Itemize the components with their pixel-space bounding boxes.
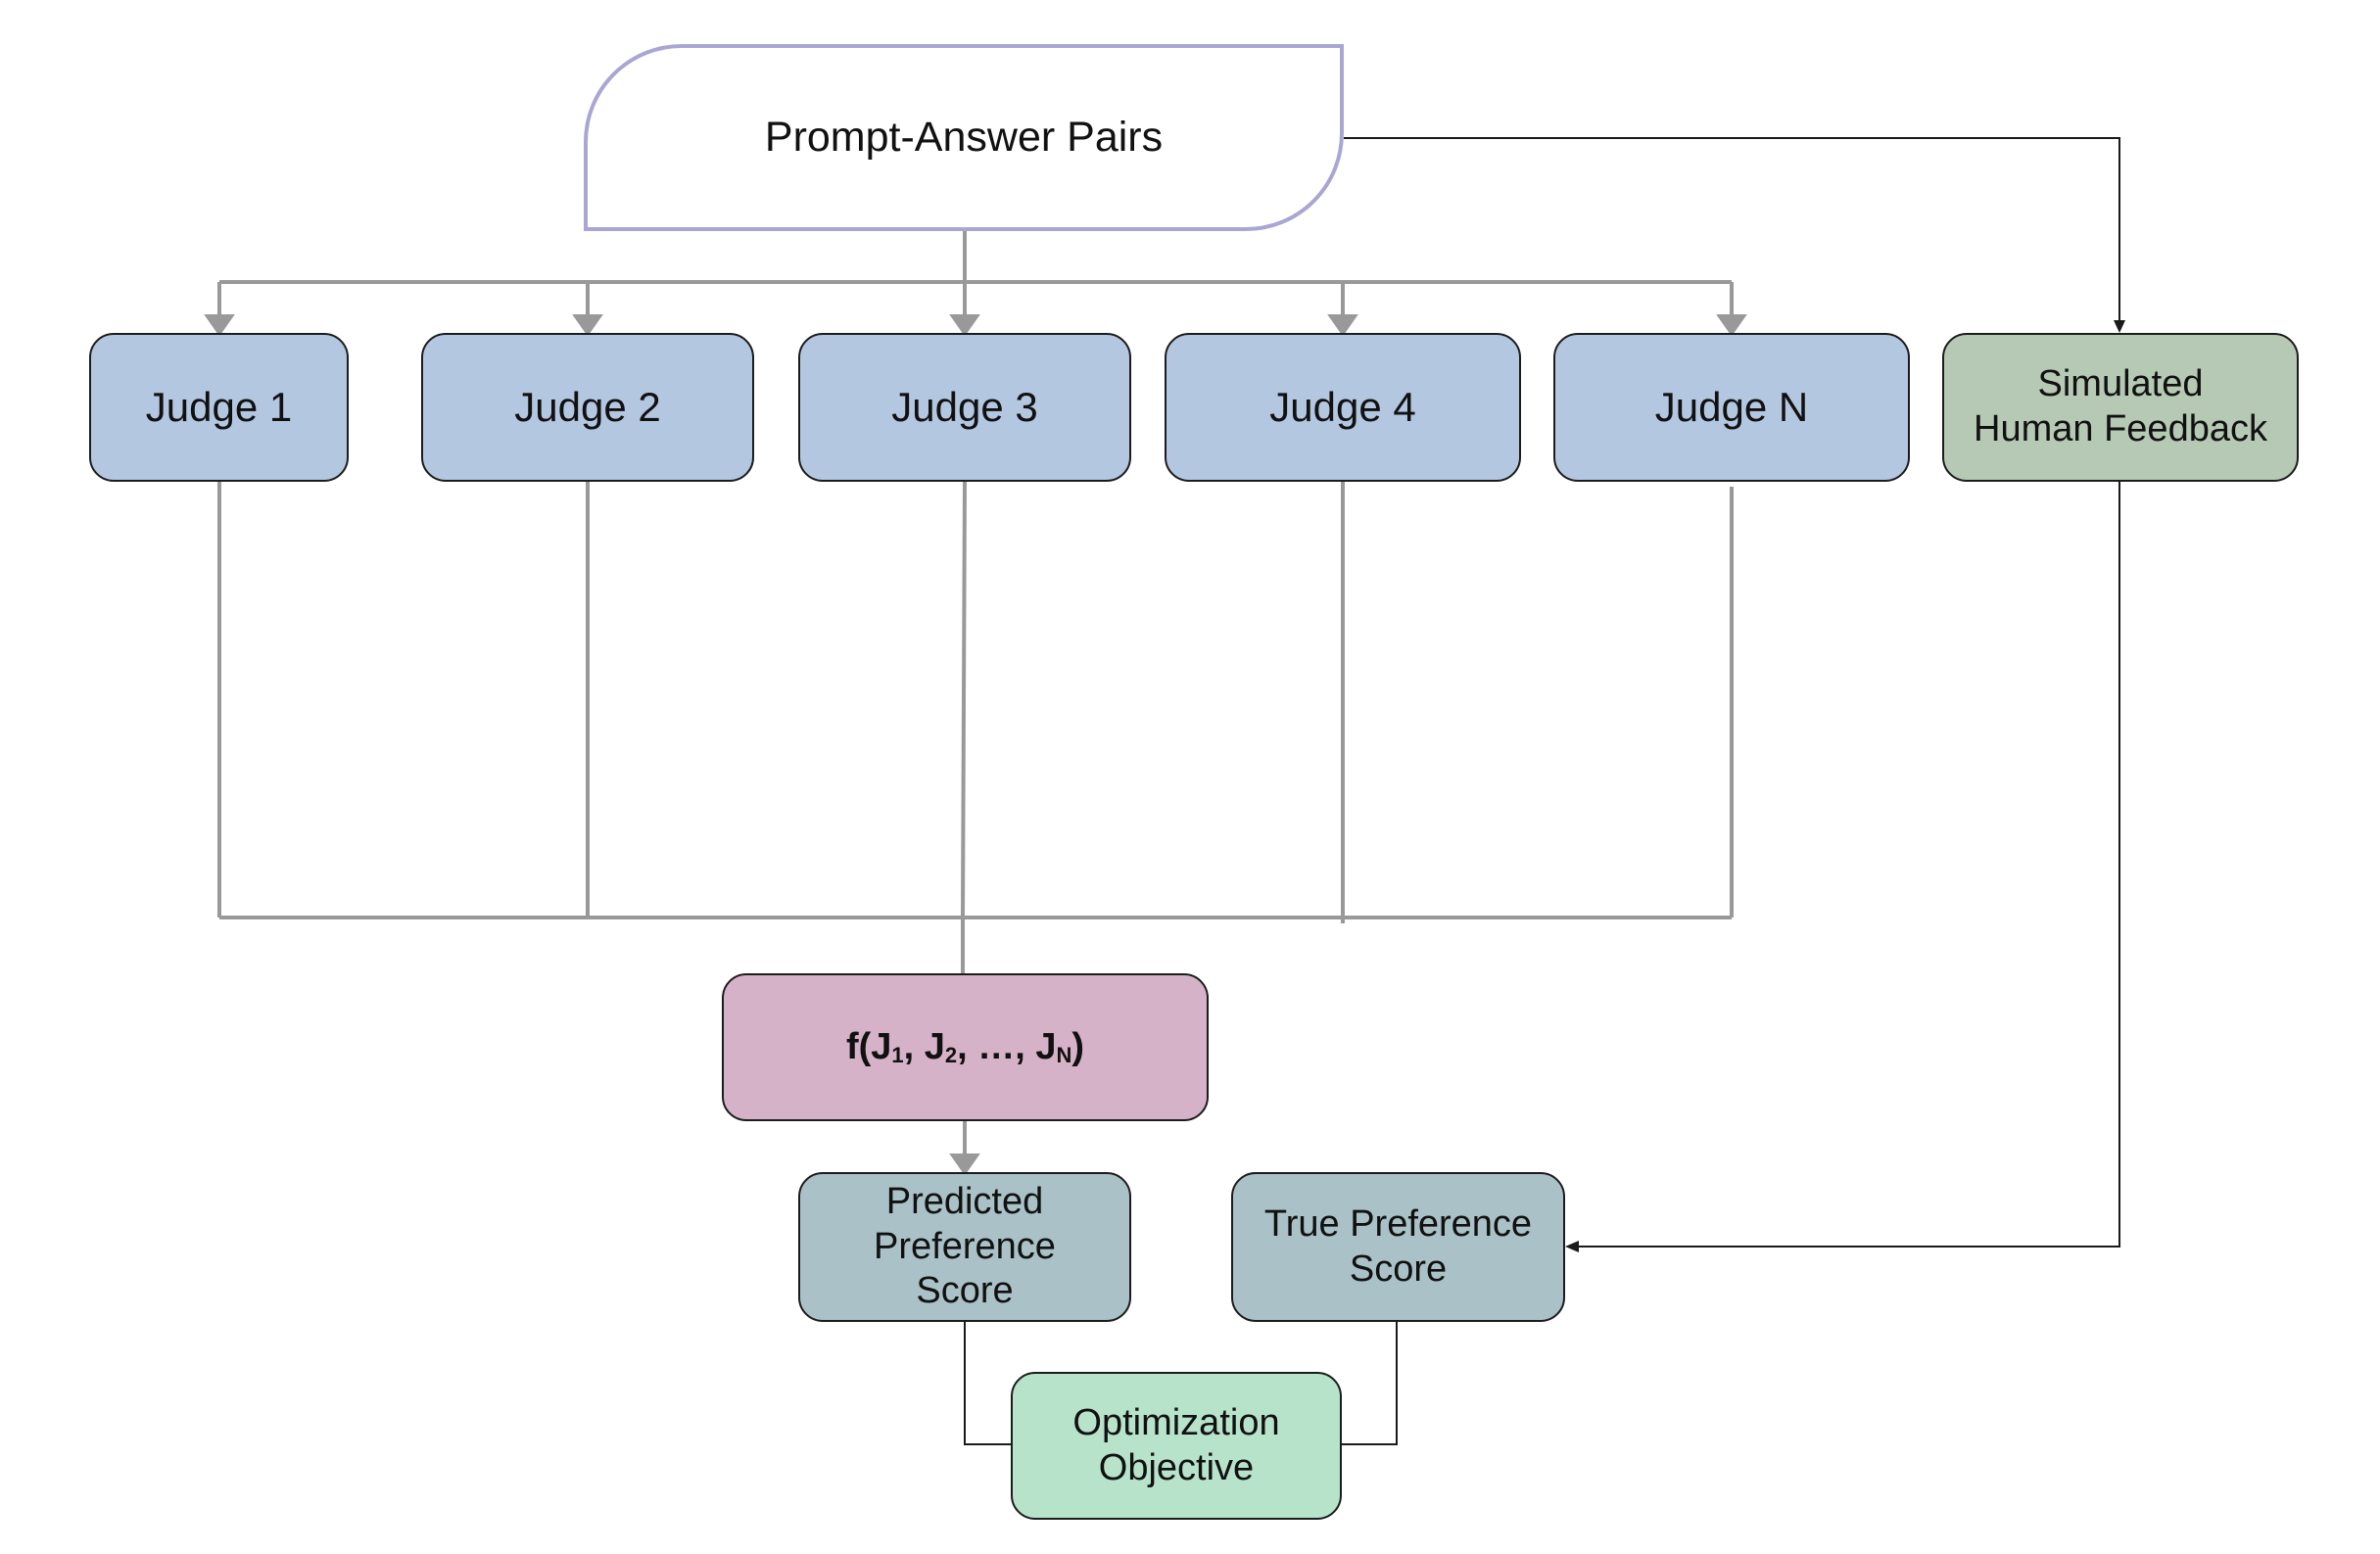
feedback-to-true-score-line: [1575, 482, 2120, 1248]
arrowhead-judge-4: [1327, 314, 1358, 337]
converge-connectors: [217, 481, 1734, 973]
arrowhead-feedback: [2114, 320, 2125, 333]
judge-4-node: Judge 4: [1165, 333, 1521, 482]
feedback-connectors: [1344, 137, 2120, 1248]
optimization-objective-node: Optimization Objective: [1011, 1372, 1342, 1520]
true-preference-score-node: True Preference Score: [1231, 1172, 1565, 1322]
judge-1-node: Judge 1: [89, 333, 349, 482]
predicted-preference-score-node: Predicted Preference Score: [798, 1172, 1131, 1322]
arrowhead-predicted: [949, 1154, 980, 1176]
objective-connectors: [964, 1322, 1398, 1445]
simulated-human-feedback-label: Simulated Human Feedback: [1974, 363, 2267, 449]
true-preference-score-label: True Preference Score: [1263, 1202, 1533, 1290]
predicted-to-objective-line: [964, 1322, 1011, 1445]
judge-2-node: Judge 2: [421, 333, 754, 482]
aggregation-function-node: f(J1, J2, …, JN): [722, 973, 1209, 1121]
judge-3-label: Judge 3: [891, 383, 1038, 430]
judge-2-label: Judge 2: [514, 383, 661, 430]
true-to-objective-line: [1342, 1322, 1398, 1445]
judge-input-arrows: [204, 282, 1747, 337]
arrowhead-judge-n: [1716, 314, 1747, 337]
prompt-answer-pairs-label: Prompt-Answer Pairs: [764, 114, 1164, 161]
judge-n-label: Judge N: [1654, 383, 1809, 430]
judge-4-label: Judge 4: [1269, 383, 1416, 430]
judge-3-down-line: [961, 481, 967, 918]
source-to-feedback-line: [1344, 137, 2120, 326]
feedback-arrowheads: [1565, 320, 2125, 1252]
judge-1-label: Judge 1: [145, 383, 293, 430]
predicted-preference-score-label: Predicted Preference Score: [874, 1181, 1056, 1312]
fanout-connectors: [219, 231, 1732, 284]
aggregator-output-arrow: [949, 1121, 980, 1176]
judge-n-node: Judge N: [1553, 333, 1910, 482]
judge-3-node: Judge 3: [798, 333, 1131, 482]
arrowhead-judge-2: [572, 314, 603, 337]
optimization-objective-label: Optimization Objective: [1072, 1401, 1280, 1488]
arrowhead-true-score: [1565, 1241, 1579, 1252]
prompt-answer-pairs-node: Prompt-Answer Pairs: [584, 44, 1344, 231]
arrowhead-judge-3: [949, 314, 980, 337]
simulated-human-feedback-node: Simulated Human Feedback: [1942, 333, 2299, 482]
arrowhead-judge-1: [204, 314, 235, 337]
aggregation-function-label: f(J1, J2, …, JN): [845, 1025, 1085, 1067]
